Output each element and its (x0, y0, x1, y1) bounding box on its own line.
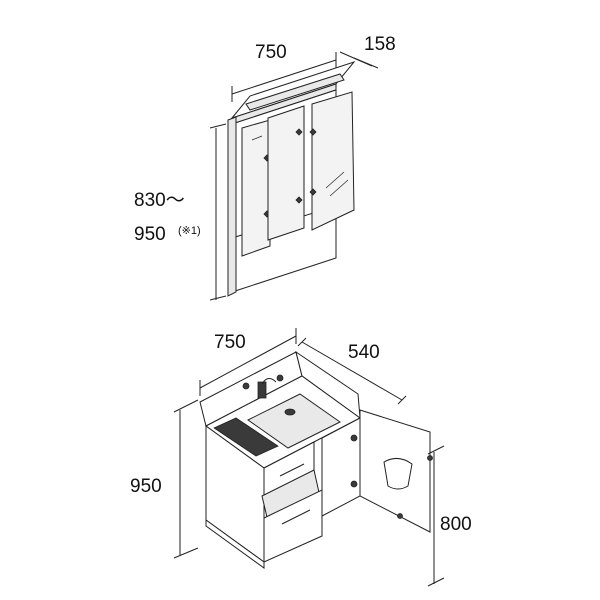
dimension-tick (209, 295, 227, 301)
dimension-tick (397, 395, 407, 405)
counter-grille (213, 417, 279, 457)
hinge-dot (350, 480, 358, 488)
center-mirror-door (267, 105, 305, 241)
vanity-width-dimension-line (199, 335, 297, 389)
dimension-tick (209, 123, 227, 129)
door-hinge (295, 196, 303, 204)
mirror-reflection (329, 179, 349, 197)
dimension-tick (353, 57, 379, 69)
lower-drawer-front (263, 489, 323, 563)
light-bar (245, 73, 345, 111)
vanity-width-label: 750 (214, 332, 246, 353)
vanity-cabinet (199, 350, 433, 569)
hinge-dot (350, 434, 358, 442)
mirror-reflection (251, 135, 263, 141)
mirror-cabinet-left-side (227, 116, 237, 297)
dimension-tick (427, 445, 445, 455)
faucet-spout (261, 378, 277, 385)
drawer-handle (279, 463, 305, 477)
mirror-depth-label: 158 (364, 34, 396, 55)
faucet-body (257, 381, 267, 399)
vanity-height-label: 950 (130, 476, 162, 497)
vanity-depth-label: 540 (348, 342, 380, 363)
counter-height-label: 800 (440, 514, 472, 535)
door-hinge (309, 128, 317, 136)
door-knob (427, 455, 433, 461)
mirror-cabinet (227, 60, 356, 297)
door-knob (397, 513, 403, 519)
vanity-depth-dimension-line (301, 341, 403, 401)
right-mirror-door (311, 91, 355, 231)
drain (284, 408, 296, 416)
faucet-handle (276, 374, 284, 382)
width-dimension-line (231, 59, 337, 95)
mirror-height-label-max: 950 (134, 224, 166, 245)
mirror-height-label: 830～ (134, 190, 185, 211)
door-hinge (295, 128, 303, 136)
dimension-tick (173, 399, 199, 413)
dimension-tick (173, 547, 199, 559)
mirror-height-note: (※1) (178, 225, 201, 237)
vanity-dimensions (173, 328, 445, 587)
dimension-tick (297, 337, 307, 347)
mirror-width-label: 750 (255, 42, 287, 63)
mirror-reflection (325, 171, 345, 189)
kick-plate (205, 519, 265, 569)
vanity-basin (247, 393, 341, 449)
door-hinge (309, 188, 317, 196)
door-pocket (383, 458, 413, 490)
faucet-handle (242, 382, 250, 390)
faucet (242, 374, 284, 399)
mirror-cabinet-dimensions (209, 51, 379, 301)
dimension-tick (427, 577, 445, 587)
drawer-handle (281, 509, 311, 525)
left-mirror-door (241, 119, 271, 257)
